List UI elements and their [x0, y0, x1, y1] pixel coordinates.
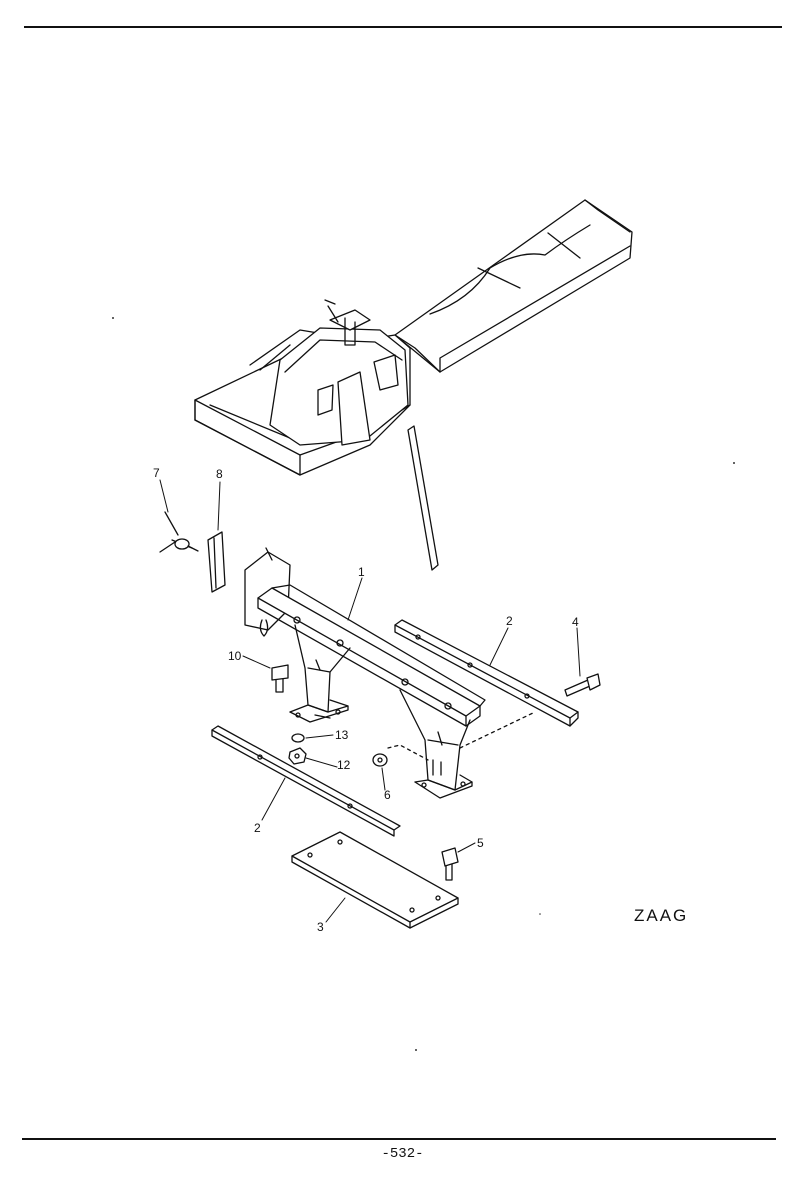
- part-12-nut: [289, 748, 306, 764]
- page-number: -532-: [381, 1146, 424, 1162]
- part-2-strip-upper: [395, 620, 578, 726]
- part-7-wing-bolt: [160, 512, 198, 552]
- callout-2-lower: 2: [254, 821, 261, 835]
- callout-7: 7: [153, 466, 160, 480]
- callout-10: 10: [228, 649, 242, 663]
- callout-8: 8: [216, 467, 223, 481]
- callout-12: 12: [337, 758, 351, 772]
- top-rule: [24, 26, 782, 28]
- part-13-washer: [292, 734, 304, 742]
- part-10-bolt: [272, 665, 288, 692]
- leader-lines: [160, 480, 580, 922]
- part-6-nut: [373, 754, 387, 766]
- callout-3: 3: [317, 920, 324, 934]
- assembly-guide-lines: [388, 712, 535, 760]
- callout-4: 4: [572, 615, 579, 629]
- part-3-plate: [292, 832, 458, 928]
- part-2-strip-lower: [212, 726, 400, 836]
- scan-specks: [112, 317, 735, 1051]
- drawing-code: ZAAG: [634, 906, 689, 925]
- part-4-bolt: [565, 674, 600, 696]
- callout-1: 1: [358, 565, 365, 579]
- callout-6: 6: [384, 788, 391, 802]
- machine-overview: [195, 200, 632, 570]
- bottom-rule: [22, 1138, 776, 1140]
- part-5-bolt: [442, 848, 458, 880]
- callout-5: 5: [477, 836, 484, 850]
- callout-2-upper: 2: [506, 614, 513, 628]
- part-1-main-frame: [258, 585, 485, 798]
- part-8-channel: [208, 532, 225, 592]
- callout-13: 13: [335, 728, 349, 742]
- callout-labels: 1 2 2 3 4 5 6 7 8 10 12 13: [153, 466, 579, 934]
